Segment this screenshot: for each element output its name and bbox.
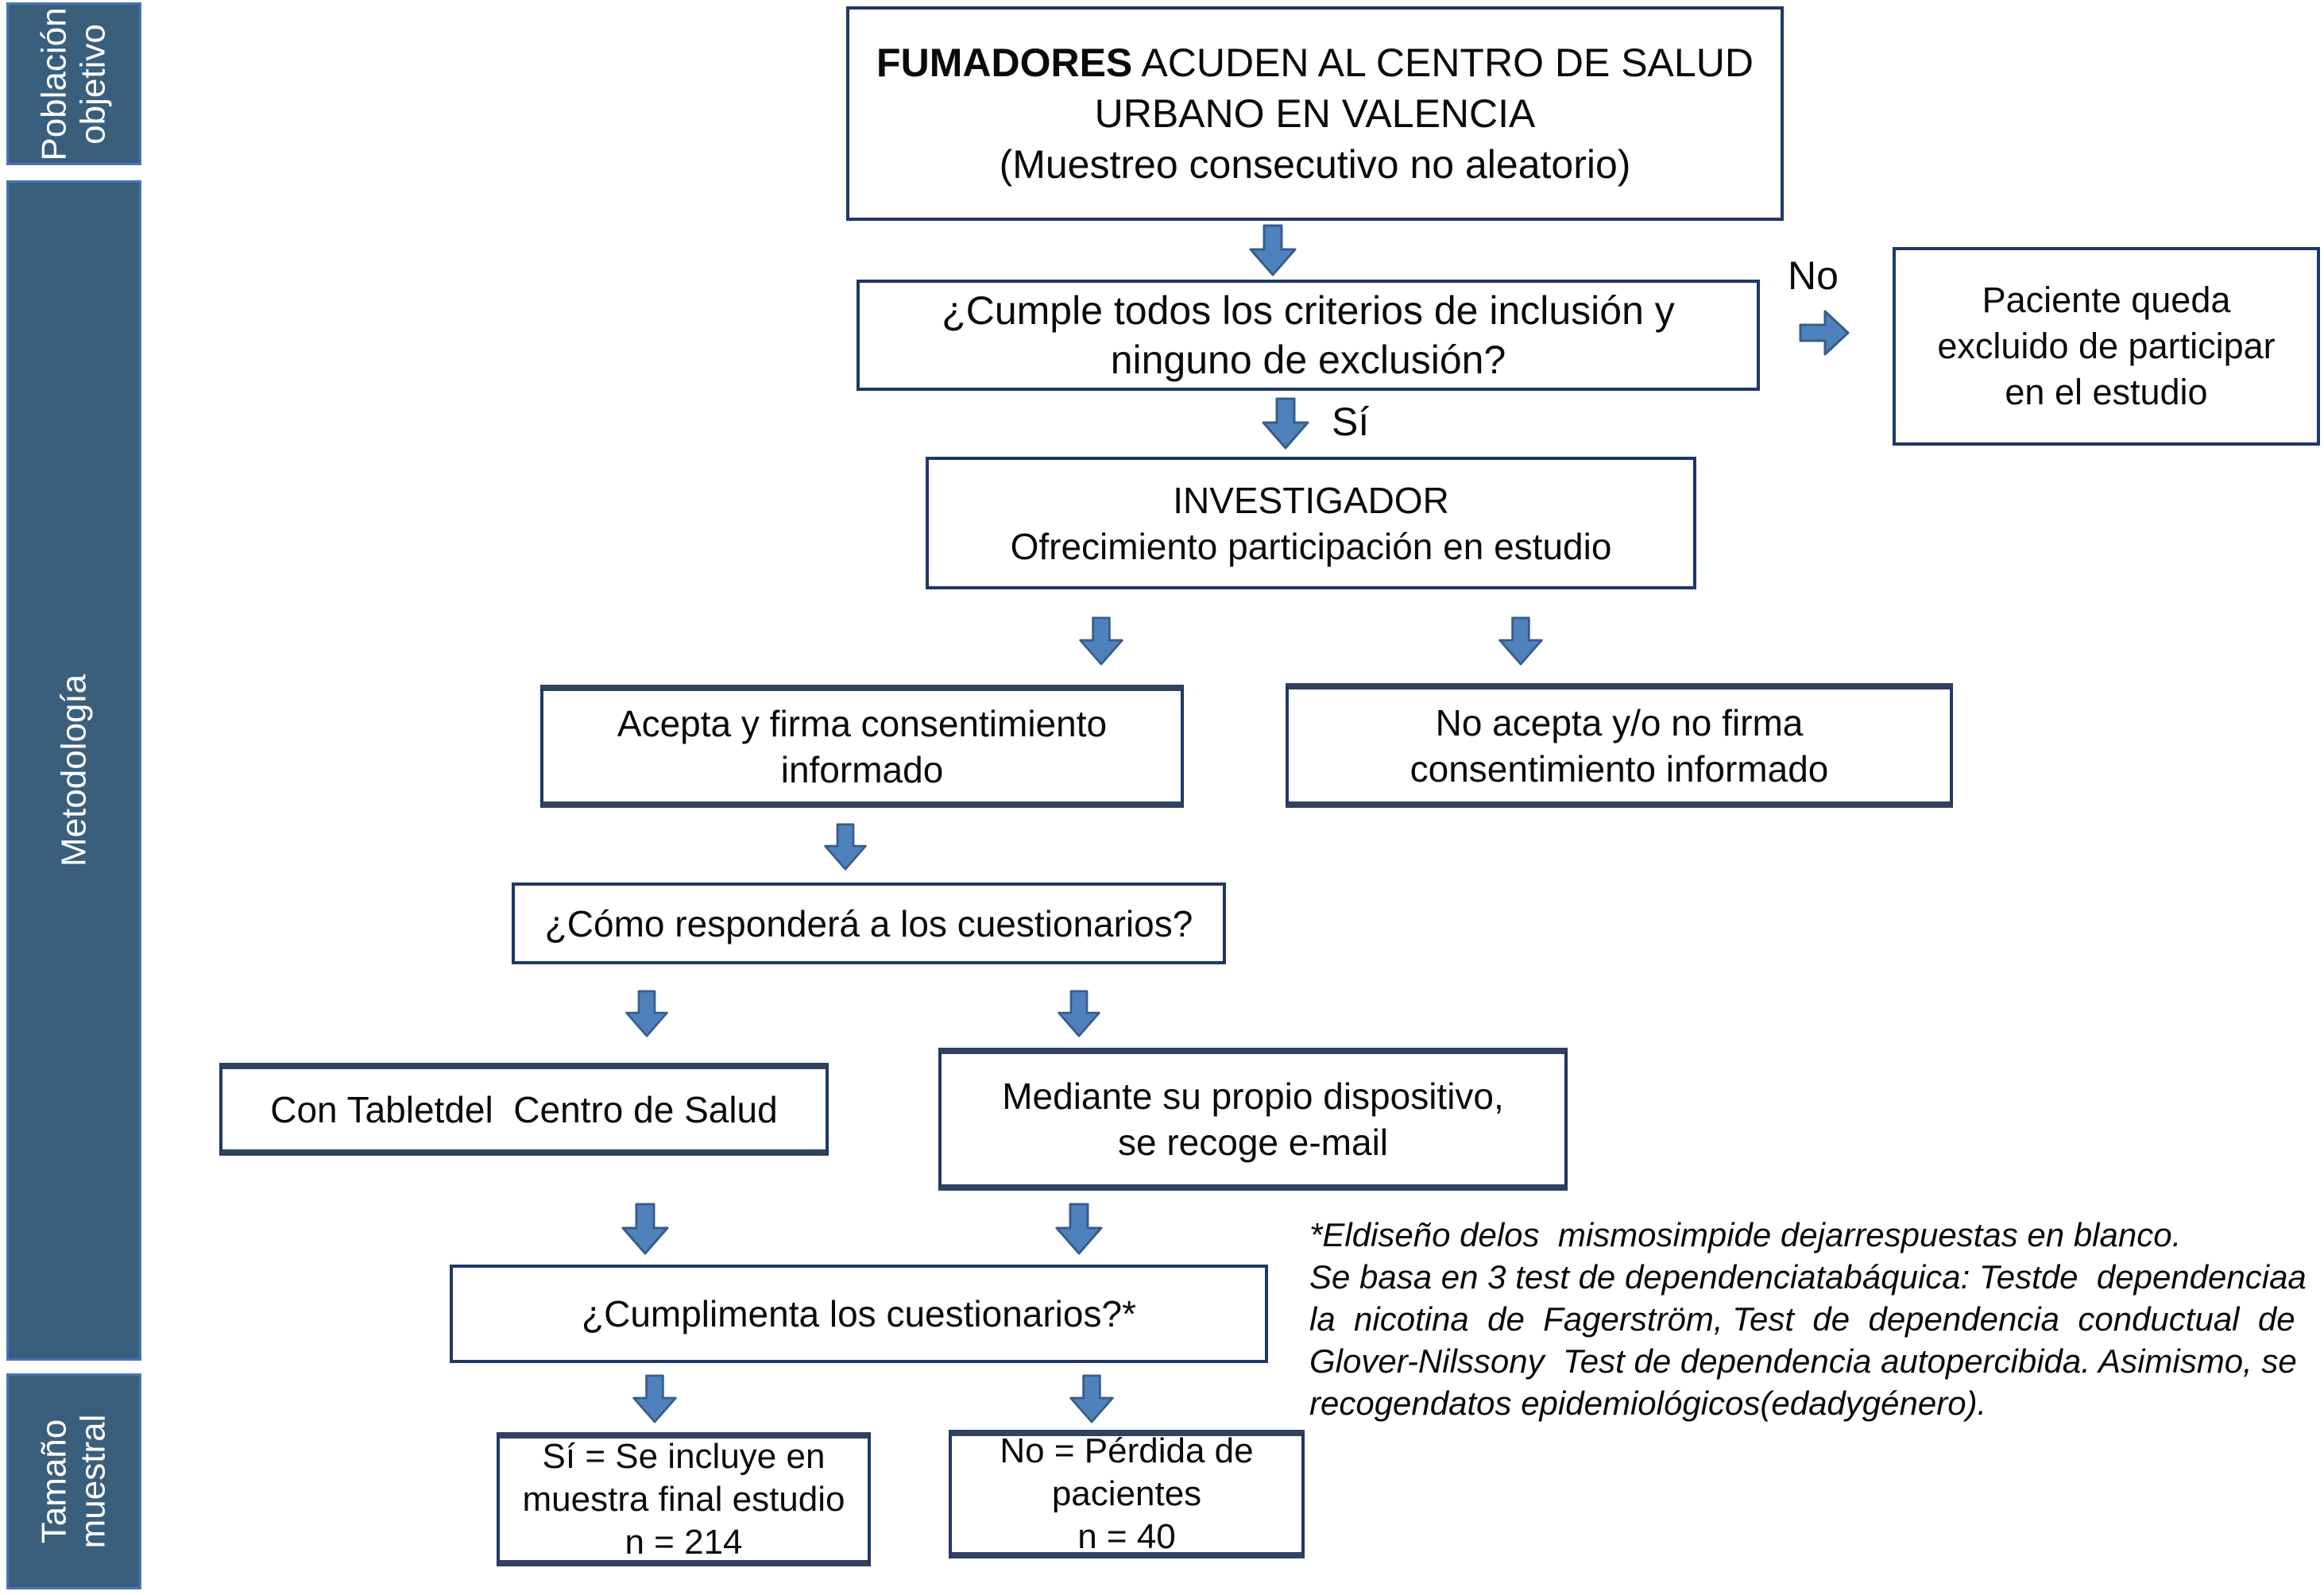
flow-box-own-device: Mediante su propio dispositivo, se recog…	[938, 1048, 1568, 1191]
flow-box-lost-patients: No = Pérdida de pacientes n = 40	[949, 1430, 1305, 1558]
edge-label-no: No	[1788, 253, 1839, 298]
flow-box-population: FUMADORES ACUDEN AL CENTRO DE SALUD URBA…	[846, 6, 1784, 221]
flow-box-criteria: ¿Cumple todos los criterios de inclusión…	[857, 280, 1760, 391]
flow-box-line: n = 214	[625, 1522, 743, 1562]
flow-box-line: pacientes	[1051, 1474, 1202, 1513]
flow-box-tablet: Con Tabletdel Centro de Salud	[219, 1063, 829, 1156]
flow-box-line: No acepta y/o no firma	[1435, 701, 1804, 743]
sidebar-section-label: Metodología	[54, 674, 94, 867]
flow-box-investigator: INVESTIGADOR Ofrecimiento participación …	[926, 457, 1696, 589]
footnote-line: *Eldiseño delos mismosimpide dejarrespue…	[1309, 1216, 2182, 1253]
sidebar-section-poblacion-objetivo: Población objetivo	[6, 2, 141, 165]
flow-box-complete-questionnaires: ¿Cumplimenta los cuestionarios?*	[450, 1265, 1268, 1363]
footnote-line: recogendatos epidemiológicos(edadygénero…	[1309, 1385, 1987, 1422]
flow-box-line: se recoge e-mail	[1117, 1122, 1389, 1163]
flow-box-line: ninguno de exclusión?	[1110, 338, 1506, 382]
down-arrow-icon	[621, 1203, 669, 1255]
down-arrow-icon	[1079, 616, 1123, 666]
flow-box-line: n = 40	[1077, 1517, 1176, 1556]
sidebar-section-label: Población objetivo	[34, 6, 113, 161]
flow-box-line: excluido de participar	[1937, 326, 2276, 366]
flow-box-line: Ofrecimiento participación en estudio	[1010, 525, 1612, 567]
footnote-line: Glover-Nilssony Test de dependencia auto…	[1309, 1342, 2297, 1380]
flow-box-line: Acepta y firma consentimiento	[617, 702, 1108, 744]
sidebar-section-tamano-muestral: Tamaño muestral	[6, 1373, 141, 1589]
flow-box-line: URBANO EN VALENCIA	[1094, 91, 1536, 136]
flow-box-accept-consent: Acepta y firma consentimiento informado	[540, 685, 1184, 808]
down-arrow-icon	[1498, 616, 1543, 666]
flow-box-line: Sí = Se incluye en	[542, 1436, 826, 1476]
right-arrow-icon	[1799, 310, 1850, 356]
flow-box-included-sample: Sí = Se incluye en muestra final estudio…	[497, 1432, 871, 1566]
flow-box-line: FUMADORES ACUDEN AL CENTRO DE SALUD	[876, 37, 1754, 88]
down-arrow-icon	[1069, 1374, 1114, 1423]
flow-box-decline-consent: No acepta y/o no firma consentimiento in…	[1286, 683, 1953, 808]
flow-box-line: muestra final estudio	[522, 1479, 845, 1519]
footnote-line: la nicotina de Fagerström, Test de depen…	[1309, 1300, 2295, 1338]
flow-box-line: INVESTIGADOR	[1173, 479, 1449, 521]
flow-box-line: informado	[780, 748, 944, 790]
flow-box-line: No = Pérdida de	[1000, 1431, 1254, 1470]
flow-box-line: consentimiento informado	[1409, 747, 1829, 790]
flow-box-line: ¿Cumplimenta los cuestionarios?*	[582, 1293, 1136, 1334]
footnote: *Eldiseño delos mismosimpide dejarrespue…	[1309, 1214, 2324, 1424]
sidebar-section-label: Tamaño muestral	[34, 1414, 113, 1549]
down-arrow-icon	[625, 990, 668, 1037]
down-arrow-icon	[1249, 224, 1297, 276]
flow-box-line: Con Tabletdel Centro de Salud	[270, 1088, 778, 1130]
sidebar-section-metodologia: Metodología	[6, 180, 141, 1361]
flow-box-line: (Muestreo consecutivo no aleatorio)	[999, 142, 1631, 187]
down-arrow-icon	[824, 823, 867, 871]
flow-box-line: Paciente queda	[1982, 280, 2231, 320]
flow-box-line: Mediante su propio dispositivo,	[1002, 1076, 1504, 1117]
flow-box-line: en el estudio	[2005, 372, 2208, 412]
population-line1-rest: ACUDEN AL CENTRO DE SALUD	[1132, 41, 1754, 85]
footnote-line: Se basa en 3 test de dependenciatabáquic…	[1309, 1258, 2307, 1296]
flow-box-how-respond: ¿Cómo responderá a los cuestionarios?	[512, 882, 1226, 964]
flow-box-excluded: Paciente queda excluido de participar en…	[1893, 247, 2320, 446]
edge-label-yes: Sí	[1332, 400, 1370, 444]
down-arrow-icon	[1055, 1203, 1103, 1255]
flow-box-line: ¿Cómo responderá a los cuestionarios?	[544, 902, 1193, 944]
down-arrow-icon	[1262, 397, 1309, 450]
population-bold-text: FUMADORES	[876, 41, 1133, 85]
down-arrow-icon	[1058, 990, 1100, 1037]
down-arrow-icon	[632, 1374, 677, 1423]
flow-box-line: ¿Cumple todos los criterios de inclusión…	[942, 288, 1675, 333]
